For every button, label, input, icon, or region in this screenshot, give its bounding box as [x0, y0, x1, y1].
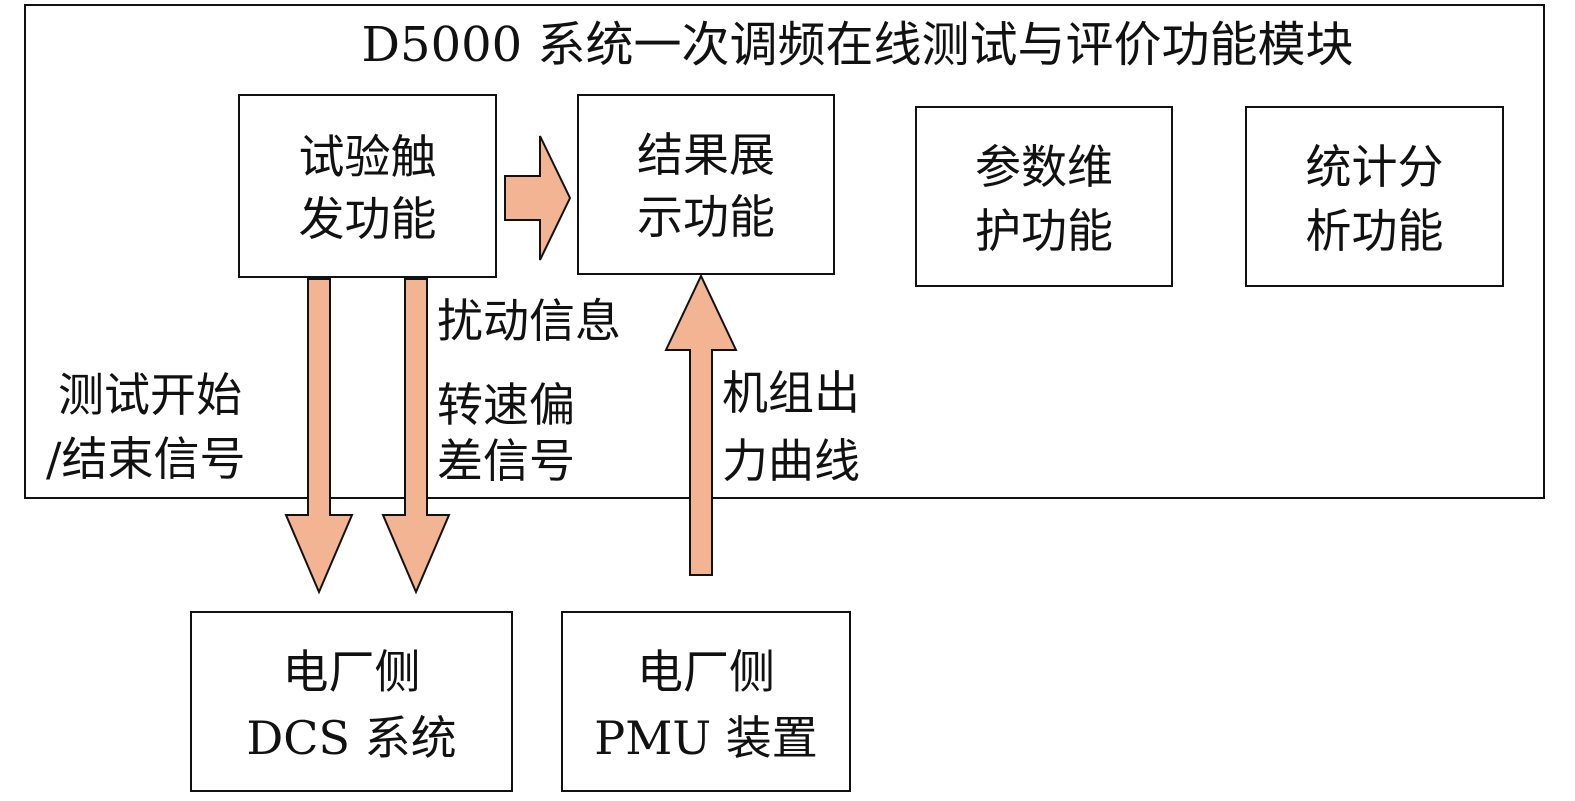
- arrow-unit-output-up: [664, 273, 738, 576]
- trigger-block-line2: 发功能: [298, 192, 437, 246]
- param-block-line1: 参数维: [975, 140, 1113, 194]
- pmu-block: 电厂侧 PMU 装置: [561, 611, 851, 792]
- arrow-test-signal-down: [284, 278, 354, 595]
- result-block-line1: 结果展: [637, 128, 775, 182]
- arrow-trigger-to-result: [504, 135, 572, 261]
- signal-test-start-end-line1: 测试开始: [58, 368, 242, 422]
- pmu-block-line1: 电厂侧: [637, 645, 775, 699]
- stats-block: 统计分 析功能: [1245, 106, 1504, 287]
- dcs-block-line2: DCS 系统: [246, 711, 457, 765]
- dcs-block: 电厂侧 DCS 系统: [190, 611, 513, 792]
- result-block-line2: 示功能: [637, 190, 775, 244]
- param-block: 参数维 护功能: [915, 106, 1173, 287]
- signal-disturbance: 扰动信息: [437, 294, 621, 348]
- pmu-block-line2: PMU 装置: [594, 711, 818, 765]
- stats-block-line2: 析功能: [1305, 204, 1444, 258]
- arrow-speed-deviation-down: [381, 278, 451, 595]
- signal-test-start-end-line2: /结束信号: [46, 432, 246, 486]
- result-block: 结果展 示功能: [577, 94, 835, 275]
- signal-unit-output-line2: 力曲线: [722, 434, 860, 488]
- param-block-line2: 护功能: [975, 204, 1113, 258]
- stats-block-line1: 统计分: [1305, 140, 1444, 194]
- signal-speed-deviation-line2: 差信号: [437, 434, 575, 488]
- trigger-block-line1: 试验触: [298, 130, 437, 184]
- module-title: D5000 系统一次调频在线测试与评价功能模块: [361, 17, 1354, 73]
- trigger-block: 试验触 发功能: [238, 94, 497, 278]
- signal-unit-output-line1: 机组出: [722, 366, 860, 420]
- signal-speed-deviation-line1: 转速偏: [437, 378, 575, 432]
- dcs-block-line1: 电厂侧: [282, 645, 421, 699]
